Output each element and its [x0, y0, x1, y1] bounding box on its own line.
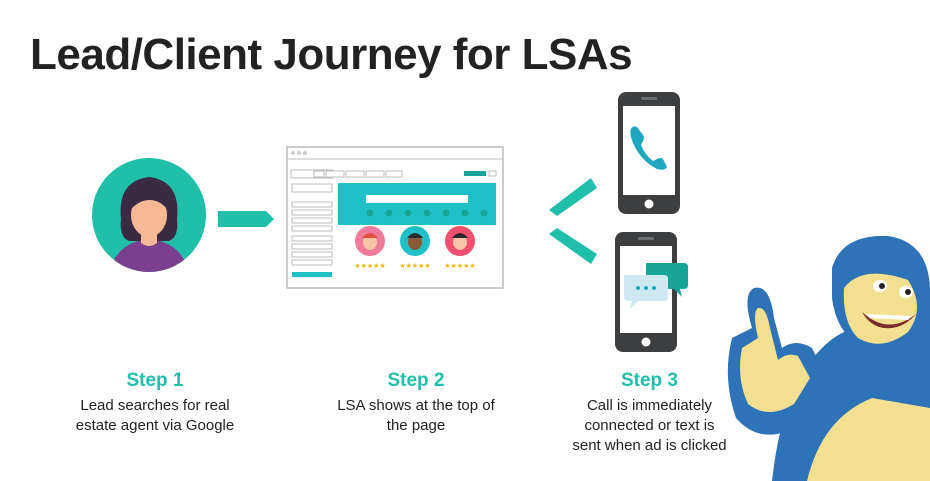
step-description: Call is immediately connected or text is…	[572, 397, 727, 454]
step-description: LSA shows at the top of the page	[337, 397, 495, 434]
person-avatar-icon	[92, 158, 206, 272]
step-label: Step 3	[620, 370, 679, 391]
rating-stars: ★★★★★	[354, 262, 385, 270]
rating-stars: ★★★★★	[444, 262, 475, 270]
step-3: Step 3 Call is immediately connected or …	[572, 370, 727, 456]
browser-results-icon: ★★★★★ ★★★★★ ★★★★★	[286, 146, 504, 289]
phone-call-icon	[618, 92, 680, 214]
page-title: Lead/Client Journey for LSAs	[30, 30, 633, 79]
step-1: Step 1 Lead searches for real estate age…	[70, 370, 240, 436]
rating-stars: ★★★★★	[399, 262, 430, 270]
step-description: Lead searches for real estate agent via …	[75, 397, 235, 434]
step-label: Step 2	[387, 370, 445, 391]
step-2: Step 2 LSA shows at the top of the page	[331, 370, 501, 436]
phone-chat-icon	[615, 232, 688, 352]
step-label: Step 1	[126, 370, 184, 391]
arrow-right-icon	[218, 211, 274, 227]
gorilla-mascot-illustration	[727, 235, 930, 481]
branch-arrows-icon	[549, 178, 597, 264]
